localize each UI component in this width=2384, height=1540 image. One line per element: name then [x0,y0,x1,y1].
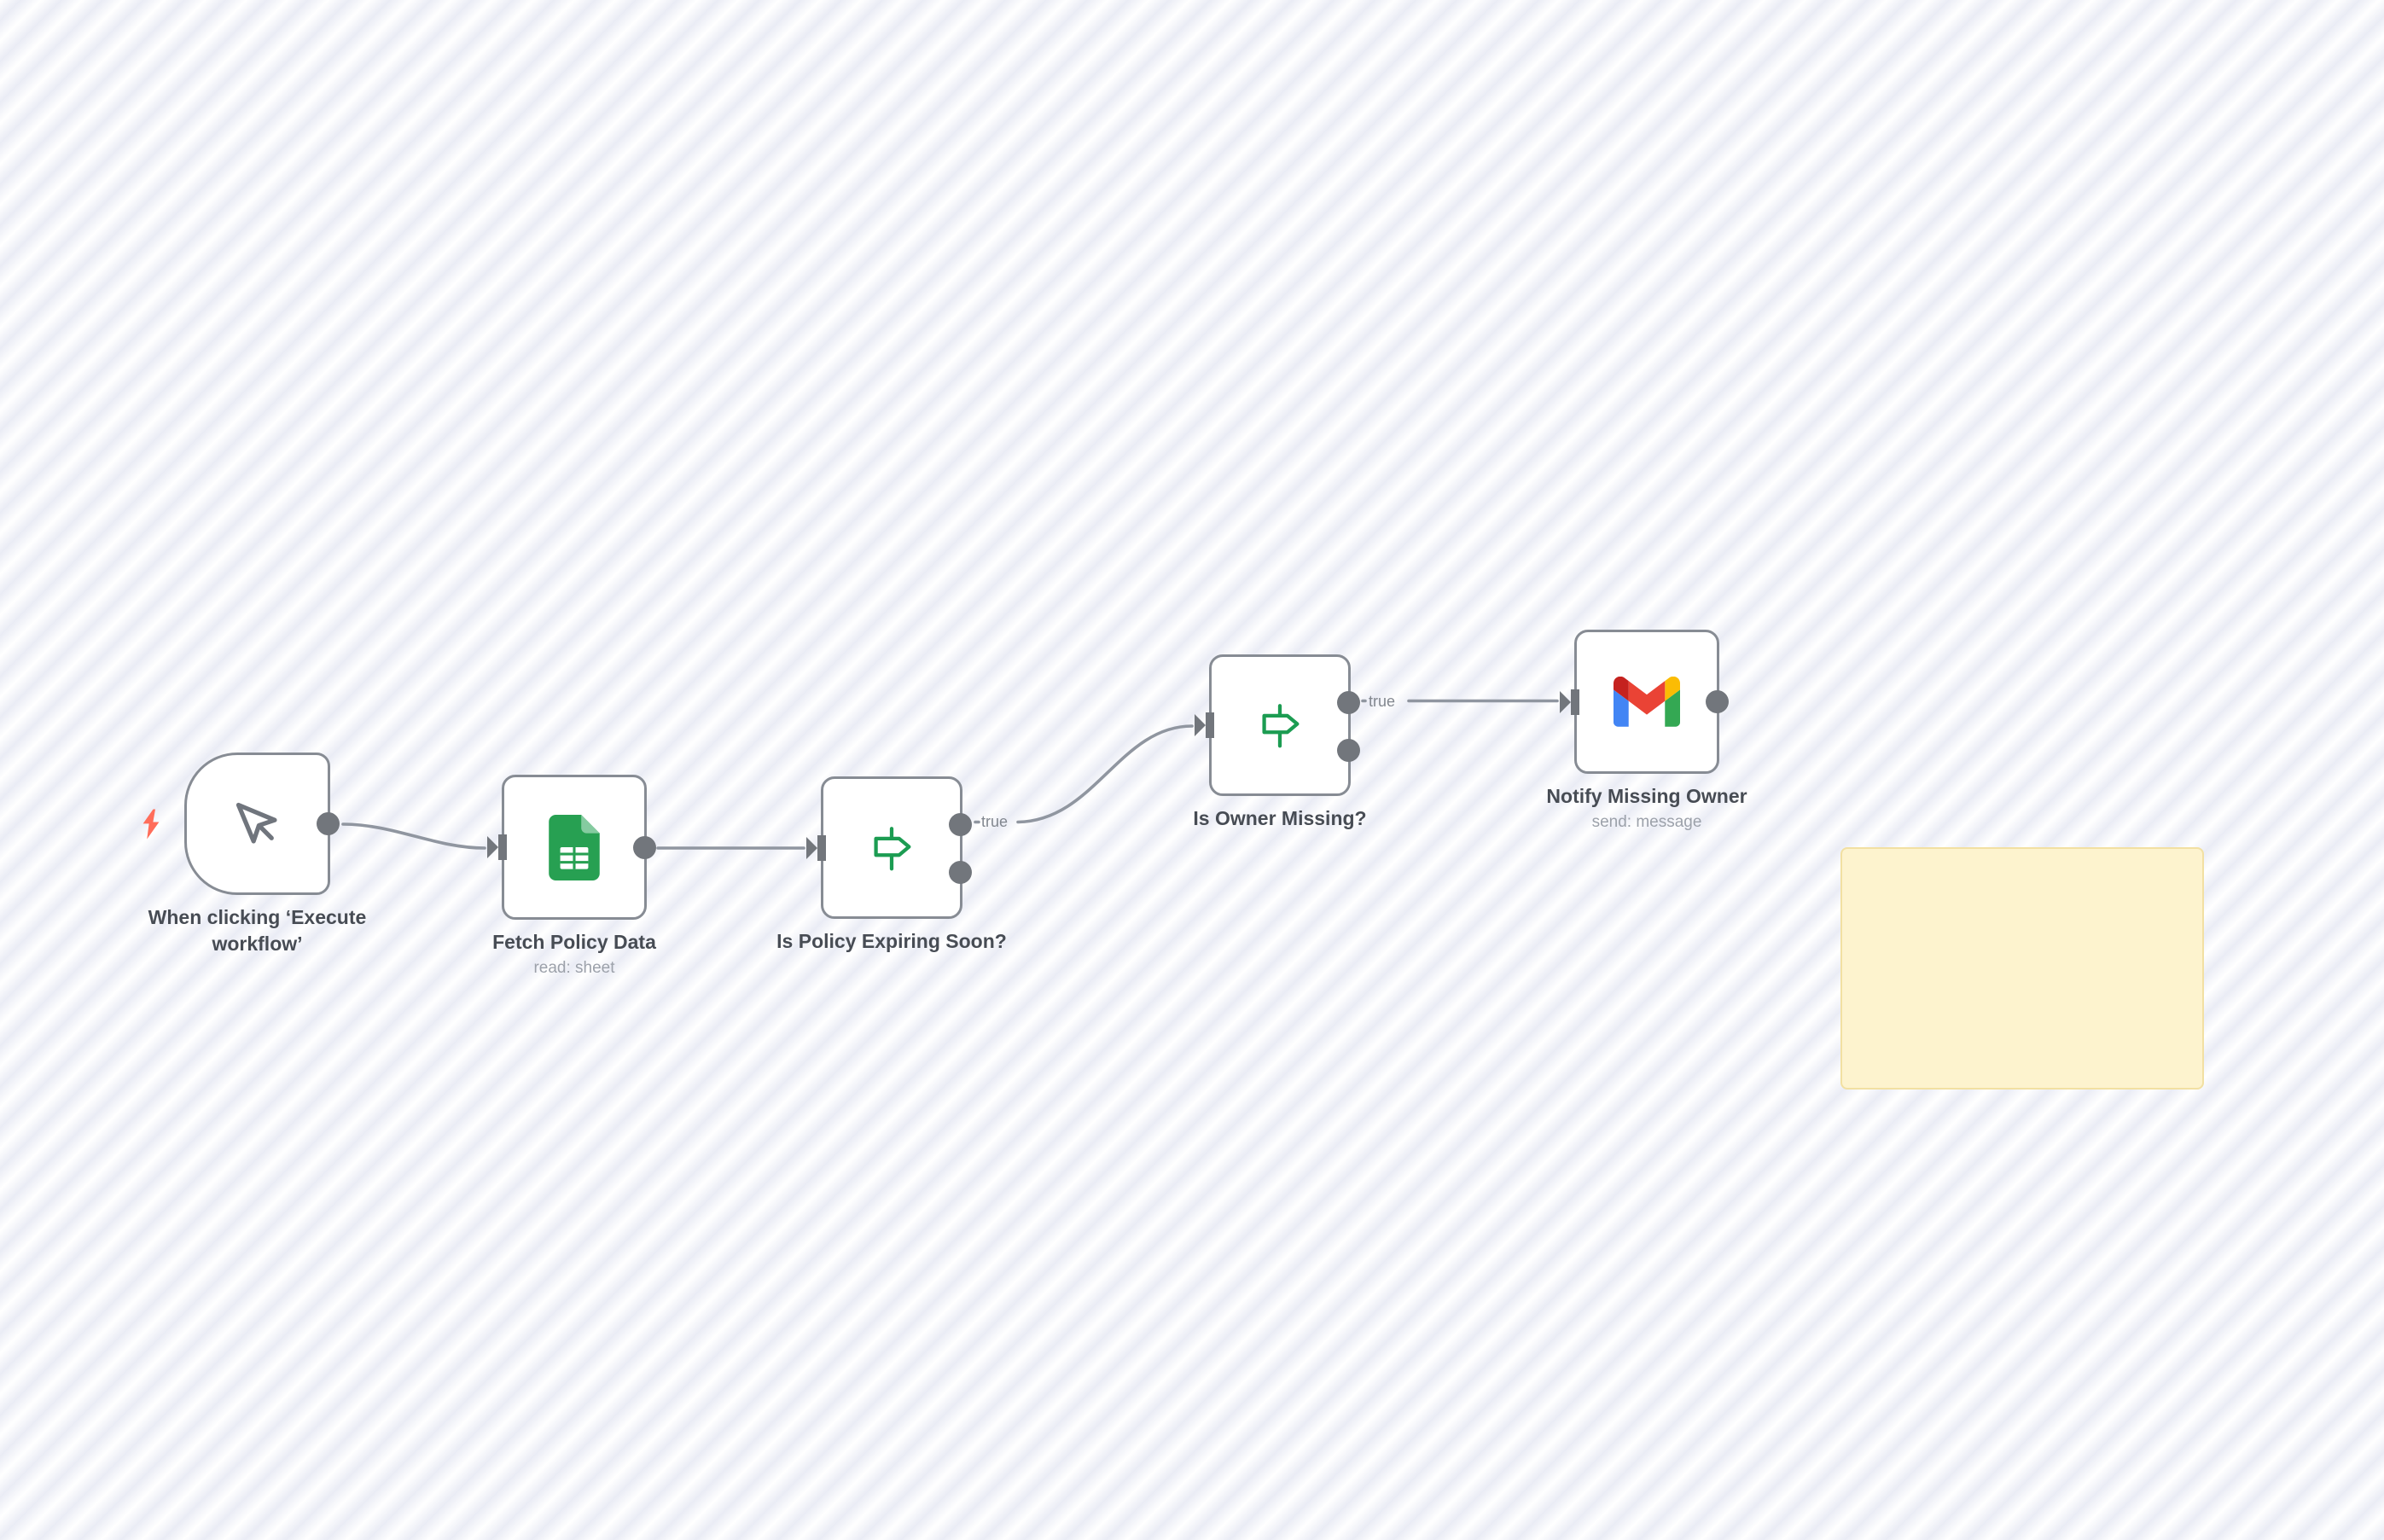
connection-trigger-to-sheets[interactable] [341,822,486,850]
input-port[interactable] [1560,688,1580,717]
input-port[interactable] [806,834,827,863]
node-manual-trigger[interactable]: When clicking ‘Execute workflow’ [142,753,366,955]
sticky-note[interactable] [1840,847,2204,1090]
gmail-icon [1577,632,1717,771]
connection-if1-to-if2[interactable] [1016,724,1194,824]
node-is-owner-missing[interactable]: Is Owner Missing? [1193,654,1367,829]
output-port[interactable] [1706,690,1729,713]
signpost-icon [1212,657,1348,793]
output-port-false[interactable] [1337,739,1360,762]
connection-label-true: true [1369,693,1396,710]
node-notify-missing-owner[interactable]: Notify Missing Owner send: message [1546,630,1747,831]
output-port-true[interactable] [949,813,972,836]
node-subtitle: read: sheet [533,959,615,977]
google-sheets-icon [504,777,644,917]
output-port-true[interactable] [1337,691,1360,714]
node-title: Fetch Policy Data [492,931,656,953]
output-port[interactable] [633,835,656,859]
node-is-policy-expiring-soon[interactable]: Is Policy Expiring Soon? [776,776,1007,952]
node-title: Is Owner Missing? [1193,807,1367,829]
signpost-icon [823,779,960,916]
node-subtitle: send: message [1591,813,1702,831]
connection-label-true: true [981,813,1009,830]
input-port[interactable] [487,833,508,862]
lightning-bolt-icon [138,808,164,840]
output-port-false[interactable] [949,861,972,884]
node-title: Notify Missing Owner [1546,785,1747,807]
node-title: Is Policy Expiring Soon? [776,930,1007,952]
input-port[interactable] [1195,711,1215,740]
output-port[interactable] [317,812,340,835]
node-title: When clicking ‘Execute workflow’ [148,906,367,956]
cursor-icon [187,755,328,892]
node-fetch-policy-data[interactable]: Fetch Policy Data read: sheet [487,775,656,977]
